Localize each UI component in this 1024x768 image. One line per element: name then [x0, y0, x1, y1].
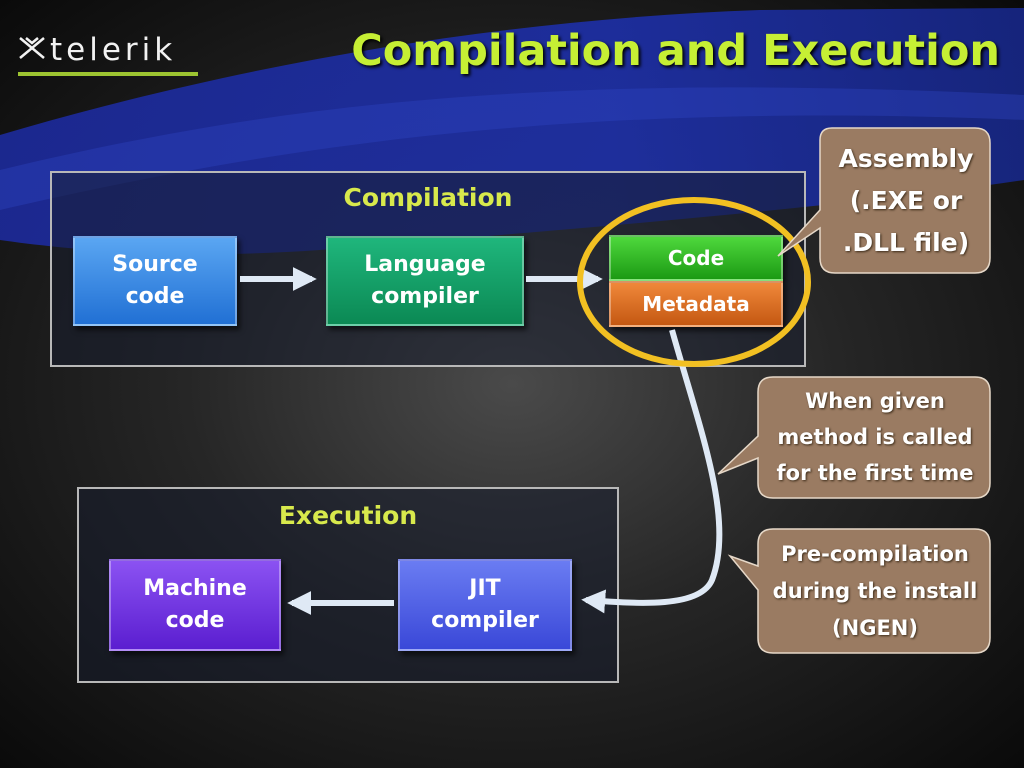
callout-ngen-text: Pre-compilation during the install (NGEN… [772, 542, 978, 640]
compilation-title: Compilation [343, 183, 513, 212]
slide-title: Compilation and Execution [351, 26, 1000, 76]
metadata-node: Metadata [609, 281, 783, 327]
machine-code-label: Machine code [143, 576, 247, 633]
source-code-label: Source code [112, 252, 198, 309]
jit-compiler-node: JIT compiler [398, 559, 572, 651]
logo-text: telerik [50, 32, 177, 68]
machine-code-node: Machine code [109, 559, 281, 651]
code-label: Code [667, 246, 725, 270]
jit-compiler-label: JIT compiler [431, 576, 539, 633]
language-compiler-node: Language compiler [326, 236, 524, 326]
execution-title: Execution [278, 501, 418, 530]
callout-first-call-text: When given method is called for the firs… [776, 389, 974, 485]
callout-assembly-text: Assembly (.EXE or .DLL file) [838, 144, 974, 257]
source-code-node: Source code [73, 236, 237, 326]
language-compiler-label: Language compiler [364, 252, 486, 309]
code-node: Code [609, 235, 783, 281]
logo-underline [18, 72, 198, 76]
metadata-label: Metadata [642, 292, 750, 316]
telerik-mark-icon [19, 37, 45, 59]
